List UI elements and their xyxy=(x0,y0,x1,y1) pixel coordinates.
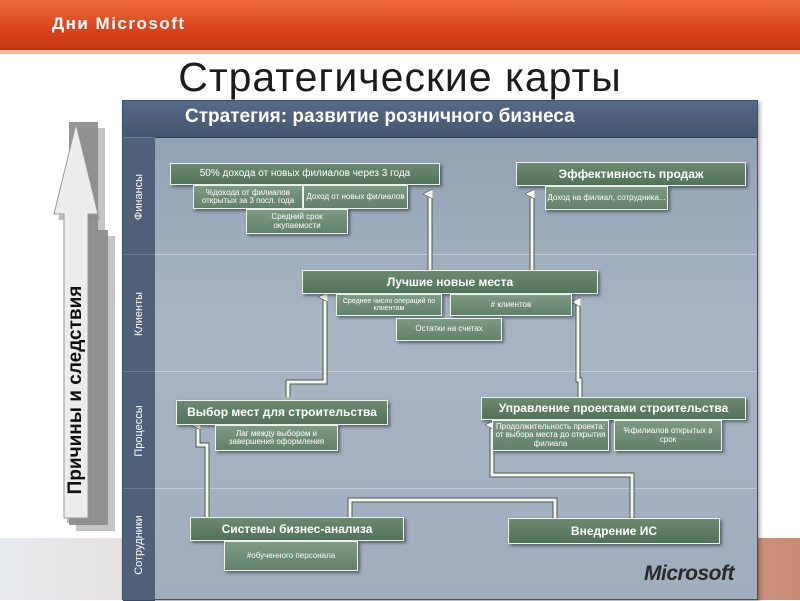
finance-metric-new-branch-revenue: Доход от новых филиалов xyxy=(303,185,408,209)
band-divider xyxy=(155,488,757,489)
process-metric-on-time-openings: %филиалов открытых в срок xyxy=(614,420,722,451)
band-label-processes: Процессы xyxy=(133,404,145,457)
process-metric-project-duration: Продолжительность проекта: от выбора мес… xyxy=(492,420,609,451)
cause-effect-label: Причины и следствия xyxy=(65,285,86,495)
band-divider xyxy=(155,254,757,255)
clients-metric-balances: Остатки на счетах xyxy=(396,318,502,341)
panel-title: Стратегия: развитие розничного бизнеса xyxy=(185,106,575,127)
process-goal-construction-management: Управление проектами строительства xyxy=(481,397,746,420)
band-label-staff: Сотрудники xyxy=(133,514,145,575)
clients-goal-best-locations: Лучшие новые места xyxy=(302,270,598,294)
band-label-clients: Клиенты xyxy=(133,291,145,336)
finance-goal-new-branches: 50% дохода от новых филиалов через 3 год… xyxy=(170,163,440,185)
microsoft-logo: Microsoft xyxy=(644,562,735,585)
panel-header: Стратегия: развитие розничного бизнеса xyxy=(123,101,757,138)
slide-title: Стратегические карты xyxy=(178,54,622,100)
top-banner: Дни Microsoft xyxy=(0,0,800,50)
staff-metric-trained-staff: #обученного персонала xyxy=(224,541,358,571)
finance-metric-payback: Средний срок окупаемости xyxy=(246,209,348,234)
band-finance: Финансы xyxy=(123,137,155,256)
band-processes: Процессы xyxy=(123,371,155,490)
finance-metric-revenue-share: %дохода от филиалов открытых за 3 посл. … xyxy=(193,185,303,209)
finance-metric-revenue-per-branch: Доход на филиал, сотрудника... xyxy=(545,186,668,210)
process-metric-selection-lag: Лаг между выбором и завершения оформлени… xyxy=(215,425,338,451)
staff-goal-is-implementation: Внедрение ИС xyxy=(508,518,720,544)
band-clients: Клиенты xyxy=(123,254,155,373)
clients-metric-operations: Среднее число операций по клиентам xyxy=(336,294,442,316)
band-label-finance: Финансы xyxy=(133,173,145,220)
band-divider xyxy=(155,371,757,372)
banner-stripe xyxy=(0,50,800,54)
band-staff: Сотрудники xyxy=(123,488,155,601)
clients-metric-client-count: # клиентов xyxy=(450,294,572,316)
staff-goal-bi-systems: Системы бизнес-анализа xyxy=(190,517,404,541)
finance-goal-sales-efficiency: Эффективность продаж xyxy=(516,162,746,186)
process-goal-site-selection: Выбор мест для строительства xyxy=(176,400,388,425)
event-brand: Дни Microsoft xyxy=(52,14,186,33)
